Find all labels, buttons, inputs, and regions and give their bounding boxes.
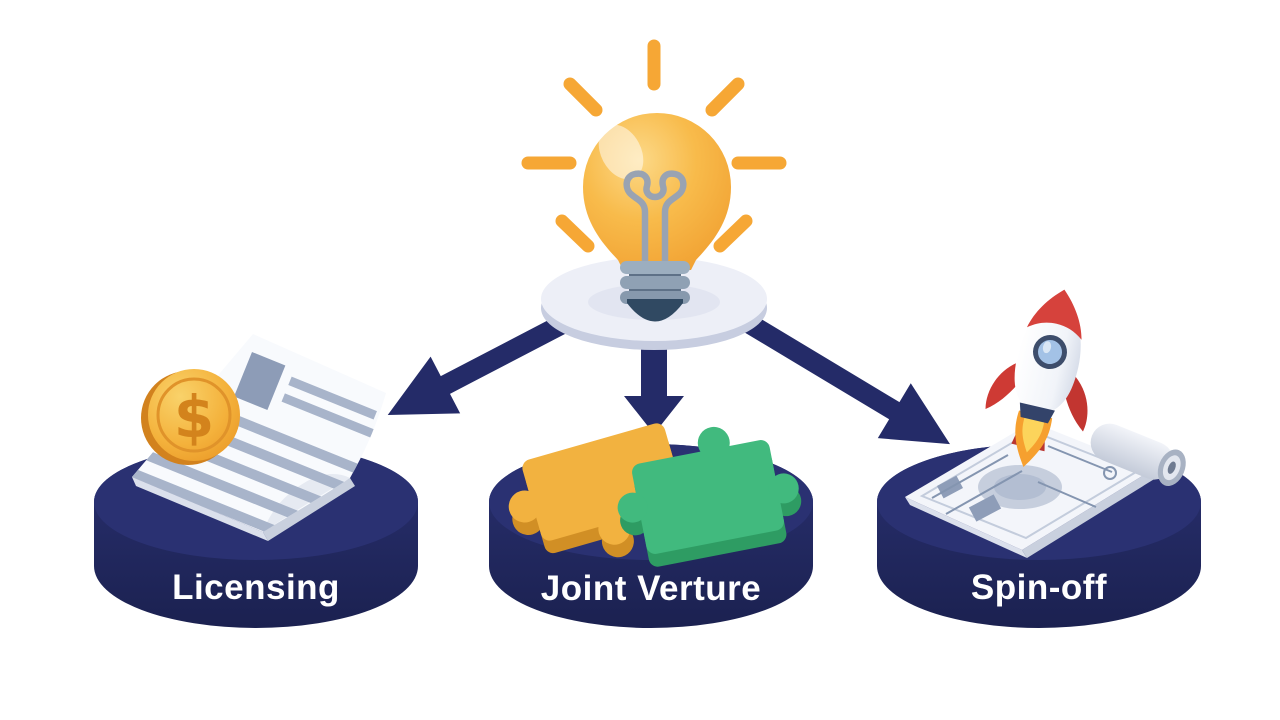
rocket-flame-inner	[1022, 416, 1045, 453]
arrow-down	[624, 340, 684, 434]
rocket-nose-cone	[1026, 289, 1082, 340]
rocket-blueprint-icon	[905, 289, 1186, 558]
puzzle-piece-green	[617, 426, 802, 567]
lightbulb-idea-icon	[521, 39, 787, 322]
bulb-filament	[623, 170, 687, 274]
coin-icon: $	[141, 369, 240, 465]
arrow-left	[387, 309, 579, 415]
rocket-icon	[985, 289, 1088, 467]
joint-venture-label: Joint Verture	[541, 569, 761, 608]
blueprint-icon	[905, 422, 1186, 558]
arrow-right	[734, 309, 951, 445]
bulb-screw-base	[620, 261, 690, 322]
spin-off-label: Spin-off	[971, 568, 1107, 607]
puzzle-pieces-icon	[508, 423, 802, 567]
branch-arrows	[387, 309, 951, 445]
rocket-exhaust-band	[1019, 402, 1055, 424]
rocket-fin-left	[985, 361, 1021, 409]
blueprint-lines	[931, 445, 1117, 515]
licensing-label: Licensing	[172, 568, 340, 607]
dollar-sign: $	[174, 383, 214, 451]
blueprint-roll	[1090, 423, 1186, 487]
light-rays	[521, 39, 787, 253]
rocket-window-highlight	[1042, 341, 1052, 354]
bulb-highlight	[598, 124, 644, 180]
